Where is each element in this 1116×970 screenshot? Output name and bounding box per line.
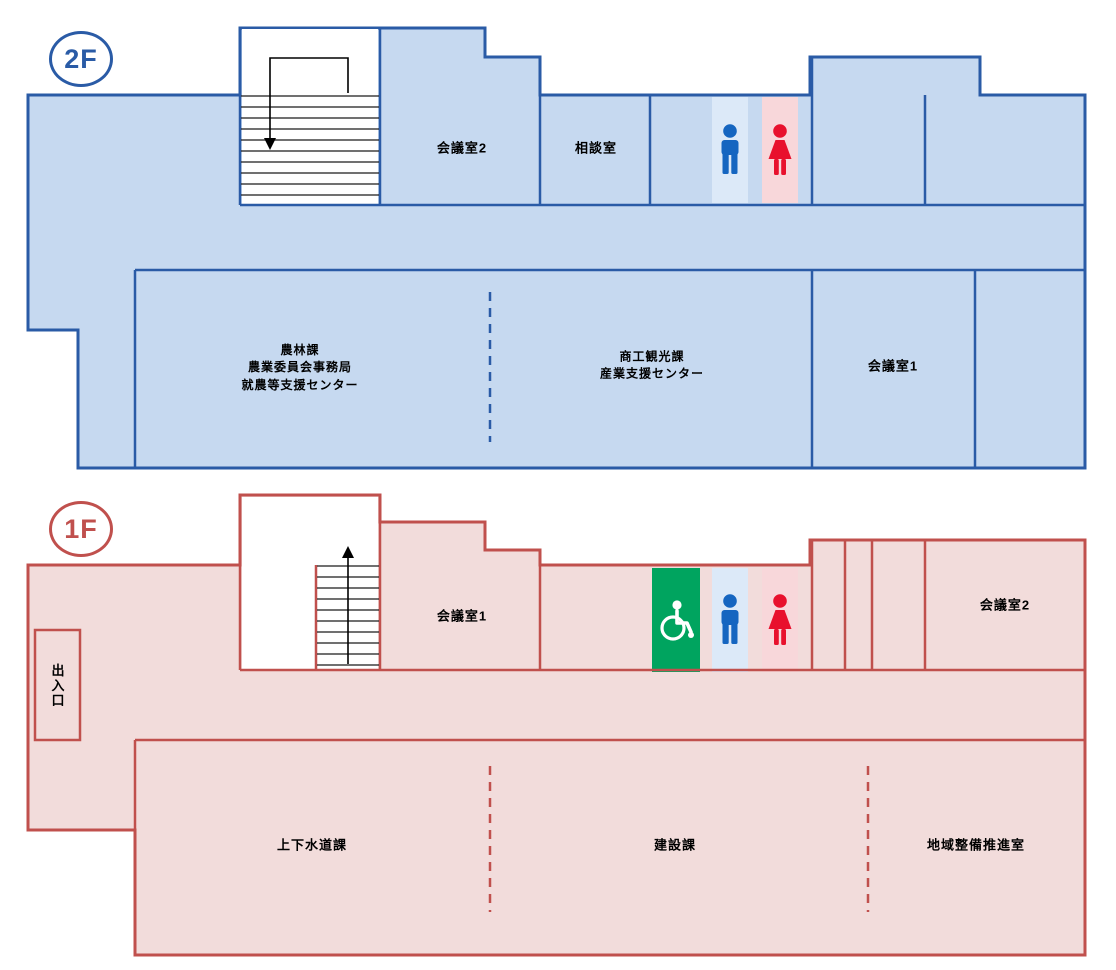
floor2-stairwell xyxy=(242,29,378,204)
room-label-2f-meeting2: 会議室2 xyxy=(436,140,488,156)
floor1-stairwell xyxy=(242,497,378,669)
room-label-1f-meeting2: 会議室2 xyxy=(979,597,1031,613)
floor2-plan xyxy=(26,26,1087,470)
entrance-room xyxy=(33,628,82,742)
room-label-2f-agriculture: 農林課 農業委員会事務局 就農等支援センター xyxy=(241,342,359,392)
room-label-2f-meeting1: 会議室1 xyxy=(867,358,919,374)
accessible-toilet-icon xyxy=(660,600,694,641)
floor1-interior-walls xyxy=(133,495,1085,955)
room-label-2f-commerce: 商工観光課 産業支援センター xyxy=(599,349,705,381)
room-label-2f-consult: 相談室 xyxy=(574,140,618,156)
floor2-outline xyxy=(26,26,1087,470)
floor1-outline xyxy=(26,493,1087,957)
floor1-plan xyxy=(26,493,1087,957)
room-label-1f-regional: 地域整備推進室 xyxy=(926,837,1026,853)
room-label-1f-construction: 建設課 xyxy=(653,837,697,853)
room-label-1f-entrance: 出入口 xyxy=(49,663,65,709)
floor2-interior-walls xyxy=(133,28,1085,468)
room-label-1f-water: 上下水道課 xyxy=(276,837,348,853)
floor2-badge: 2F xyxy=(49,31,113,87)
floor1-badge: 1F xyxy=(49,501,113,557)
up-arrow-icon xyxy=(342,546,354,664)
floor2-stair-treads xyxy=(241,95,379,196)
down-arrow-icon xyxy=(264,57,349,150)
room-label-1f-meeting1: 会議室1 xyxy=(436,608,488,624)
